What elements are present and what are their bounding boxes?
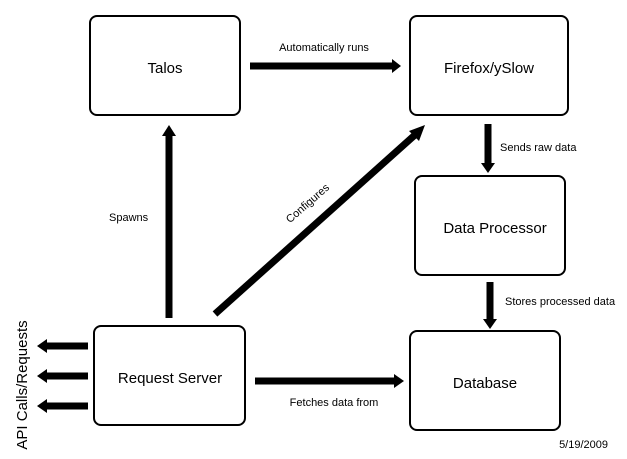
node-firefox: Firefox/ySlow bbox=[409, 15, 569, 116]
edge-label-fetches-data-from: Fetches data from bbox=[290, 397, 379, 409]
arrow-fetches-data-from bbox=[255, 374, 404, 388]
node-database: Database bbox=[409, 330, 561, 431]
api-arrow-2 bbox=[37, 369, 88, 383]
arrow-configures bbox=[212, 125, 425, 317]
arrow-stores-processed-data bbox=[483, 282, 497, 329]
edge-label-spawns: Spawns bbox=[109, 212, 149, 224]
edge-label-stores-processed-data: Stores processed data bbox=[505, 296, 616, 308]
side-label-api-calls: API Calls/Requests bbox=[14, 320, 31, 449]
node-data-processor: Data Processor bbox=[414, 175, 566, 276]
node-talos: Talos bbox=[89, 15, 241, 116]
edge-label-automatically-runs: Automatically runs bbox=[279, 42, 369, 54]
api-arrow-1 bbox=[37, 339, 88, 353]
date-label: 5/19/2009 bbox=[559, 439, 608, 451]
arrow-spawns bbox=[162, 125, 176, 318]
node-data-processor-label: Data Processor bbox=[443, 220, 546, 237]
arrow-sends-raw-data bbox=[481, 124, 495, 173]
node-request-server: Request Server bbox=[93, 325, 246, 426]
api-arrow-3 bbox=[37, 399, 88, 413]
node-database-label: Database bbox=[453, 375, 517, 392]
node-firefox-label: Firefox/ySlow bbox=[444, 60, 534, 77]
arrow-automatically-runs bbox=[250, 59, 401, 73]
node-request-server-label: Request Server bbox=[118, 370, 222, 387]
node-talos-label: Talos bbox=[147, 60, 182, 77]
edge-label-sends-raw-data: Sends raw data bbox=[500, 142, 577, 154]
